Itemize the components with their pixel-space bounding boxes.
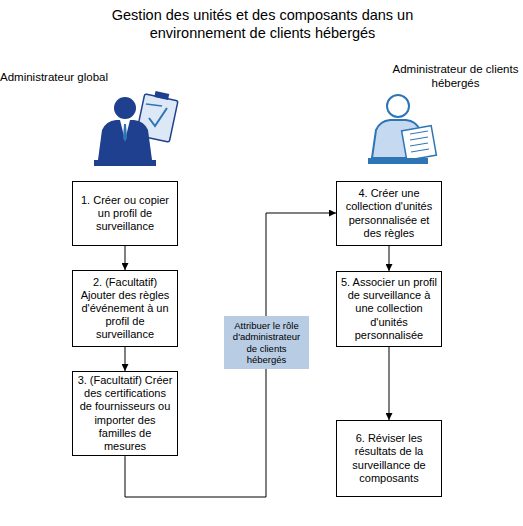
diagram-title: Gestion des unités et des composants dan… xyxy=(70,6,455,42)
box-text: 5. Associer un profil de surveillance à … xyxy=(341,276,437,342)
process-box: 3. (Facultatif) Créer des certifications… xyxy=(72,371,178,456)
flow-connector xyxy=(389,246,390,271)
box-text: 6. Réviser les résultats de la surveilla… xyxy=(341,432,437,485)
flow-connector xyxy=(389,347,390,420)
box-text: 3. (Facultatif) Créer des certifications… xyxy=(77,374,173,453)
process-box: 2. (Facultatif) Ajouter des règles d'évé… xyxy=(72,270,178,347)
box-text: 1. Créer ou copier un profil de surveill… xyxy=(77,194,173,234)
role-box: Attribuer le rôle d'administrateur de cl… xyxy=(224,316,309,369)
tenant-admin-icon xyxy=(368,95,436,164)
flow-connector xyxy=(266,213,336,316)
flow-connector xyxy=(125,246,126,270)
process-box: 5. Associer un profil de surveillance à … xyxy=(336,271,442,347)
process-box: 6. Réviser les résultats de la surveilla… xyxy=(336,420,442,497)
box-text: 4. Créer une collection d'unités personn… xyxy=(341,187,437,240)
flow-connector xyxy=(125,347,126,371)
box-text: 2. (Facultatif) Ajouter des règles d'évé… xyxy=(77,276,173,342)
process-box: 1. Créer ou copier un profil de surveill… xyxy=(72,181,178,246)
box-text: Attribuer le rôle d'administrateur de cl… xyxy=(228,320,305,366)
role-label: Administrateur de clients hébergés xyxy=(388,62,523,91)
global-admin-icon xyxy=(94,91,178,166)
process-box: 4. Créer une collection d'unités personn… xyxy=(336,181,442,246)
role-label: Administrateur global xyxy=(0,70,140,84)
